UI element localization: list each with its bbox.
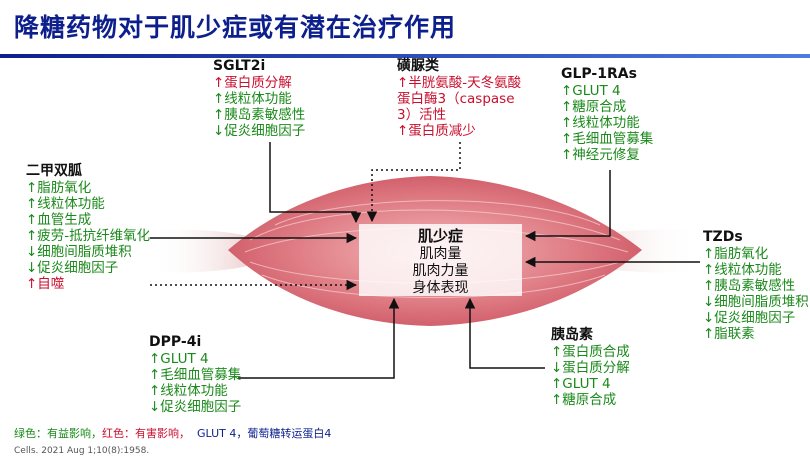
page-title: 降糖药物对于肌少症或有潜在治疗作用 bbox=[14, 13, 457, 42]
sulfonylurea-heading: 磺脲类 bbox=[397, 58, 439, 74]
sglt2i-arrow bbox=[269, 142, 362, 224]
glp1-block: GLP-1RAs↑GLUT 4↑糖原合成↑线粒体功能↑毛细血管募集↑神经元修复 bbox=[561, 66, 653, 163]
tzds-effect: ↑胰岛素敏感性 bbox=[703, 278, 796, 294]
physical-performance-label: 身体表现 bbox=[412, 280, 469, 296]
dpp4i-arrow bbox=[238, 297, 400, 379]
tzds-effect: ↑线粒体功能 bbox=[703, 262, 782, 278]
dpp4i-effect: ↑GLUT 4 bbox=[149, 351, 209, 367]
glp1-effect: ↑毛细血管募集 bbox=[561, 131, 654, 147]
glp1-effect: ↑神经元修复 bbox=[561, 147, 640, 163]
legend-glut: GLUT 4，葡萄糖转运蛋白4 bbox=[197, 427, 332, 440]
sulfonylurea-effect: ↑半胱氨酸-天冬氨酸 bbox=[397, 75, 522, 91]
tzds-effect: ↑脂肪氧化 bbox=[703, 246, 769, 262]
sglt2i-effect: ↓促炎细胞因子 bbox=[213, 123, 306, 139]
title-underline bbox=[0, 54, 810, 58]
metformin-effect: ↑血管生成 bbox=[26, 212, 92, 228]
tzds-effect: ↓细胞间脂质堆积 bbox=[703, 294, 809, 310]
glp1-arrow bbox=[524, 170, 611, 242]
sglt2i-block: SGLT2i↑蛋白质分解↑线粒体功能↑胰岛素敏感性↓促炎细胞因子 bbox=[213, 58, 305, 139]
insulin-effect: ↑GLUT 4 bbox=[551, 376, 611, 392]
metformin-effect: ↑疲劳-抵抗纤维氧化 bbox=[26, 228, 151, 244]
dpp4i-block: DPP-4i↑GLUT 4↑毛细血管募集↑线粒体功能↓促炎细胞因子 bbox=[149, 334, 241, 415]
glp1-effect: ↑GLUT 4 bbox=[561, 83, 621, 99]
sglt2i-effect: ↑蛋白质分解 bbox=[213, 75, 292, 91]
dpp4i-heading: DPP-4i bbox=[149, 334, 202, 350]
insulin-arrow bbox=[464, 297, 545, 369]
sglt2i-effect: ↑线粒体功能 bbox=[213, 91, 292, 107]
dpp4i-effect: ↓促炎细胞因子 bbox=[149, 399, 242, 415]
metformin-effect: ↑脂肪氧化 bbox=[26, 180, 92, 196]
tendon-left bbox=[150, 229, 260, 273]
tzds-effect: ↓促炎细胞因子 bbox=[703, 310, 796, 326]
sglt2i-effect: ↑胰岛素敏感性 bbox=[213, 107, 306, 123]
citation: Cells. 2021 Aug 1;10(8):1958. bbox=[14, 446, 150, 456]
muscle-strength-label: 肌肉力量 bbox=[412, 263, 469, 279]
sglt2i-heading: SGLT2i bbox=[213, 58, 266, 74]
metformin-effect: ↓细胞间脂质堆积 bbox=[26, 244, 132, 260]
insulin-block: 胰岛素↑蛋白质合成↓蛋白质分解↑GLUT 4↑糖原合成 bbox=[551, 327, 630, 408]
glp1-effect: ↑线粒体功能 bbox=[561, 115, 640, 131]
insulin-heading: 胰岛素 bbox=[551, 327, 593, 343]
sulfonylurea-effect: ↑蛋白质减少 bbox=[397, 123, 476, 139]
glp1-effect: ↑糖原合成 bbox=[561, 99, 627, 115]
metformin-effect: ↑自噬 bbox=[26, 276, 65, 292]
sulfonylurea-effect: 蛋白酶3（caspase bbox=[397, 91, 515, 107]
legend-bad: 红色：有害影响， bbox=[102, 427, 190, 440]
metformin-block: 二甲双胍↑脂肪氧化↑线粒体功能↑血管生成↑疲劳-抵抗纤维氧化↓细胞间脂质堆积↓促… bbox=[26, 163, 150, 292]
insulin-effect: ↓蛋白质分解 bbox=[551, 360, 630, 376]
tzds-effect: ↑脂联素 bbox=[703, 326, 755, 342]
color-legend: 绿色：有益影响，红色：有害影响， GLUT 4，葡萄糖转运蛋白4 bbox=[14, 425, 331, 441]
dpp4i-effect: ↑线粒体功能 bbox=[149, 383, 228, 399]
metformin-effect: ↓促炎细胞因子 bbox=[26, 260, 119, 276]
insulin-effect: ↑糖原合成 bbox=[551, 392, 617, 408]
tzds-block: TZDs↑脂肪氧化↑线粒体功能↑胰岛素敏感性↓细胞间脂质堆积↓促炎细胞因子↑脂联… bbox=[703, 229, 809, 342]
muscle-mass-label: 肌肉量 bbox=[419, 246, 462, 262]
metformin-heading: 二甲双胍 bbox=[26, 163, 82, 179]
legend-good: 绿色：有益影响， bbox=[14, 427, 102, 440]
tzds-heading: TZDs bbox=[703, 229, 743, 245]
metformin-effect: ↑线粒体功能 bbox=[26, 196, 105, 212]
glp1-heading: GLP-1RAs bbox=[561, 66, 637, 82]
sulfonylurea-arrow bbox=[366, 142, 461, 223]
sarcopenia-title: 肌少症 bbox=[417, 227, 463, 245]
sarcopenia-box: 肌少症 肌肉量 肌肉力量 身体表现 bbox=[359, 224, 522, 296]
sulfonylurea-effect: 3）活性 bbox=[397, 107, 447, 123]
dpp4i-effect: ↑毛细血管募集 bbox=[149, 367, 242, 383]
insulin-effect: ↑蛋白质合成 bbox=[551, 344, 630, 360]
